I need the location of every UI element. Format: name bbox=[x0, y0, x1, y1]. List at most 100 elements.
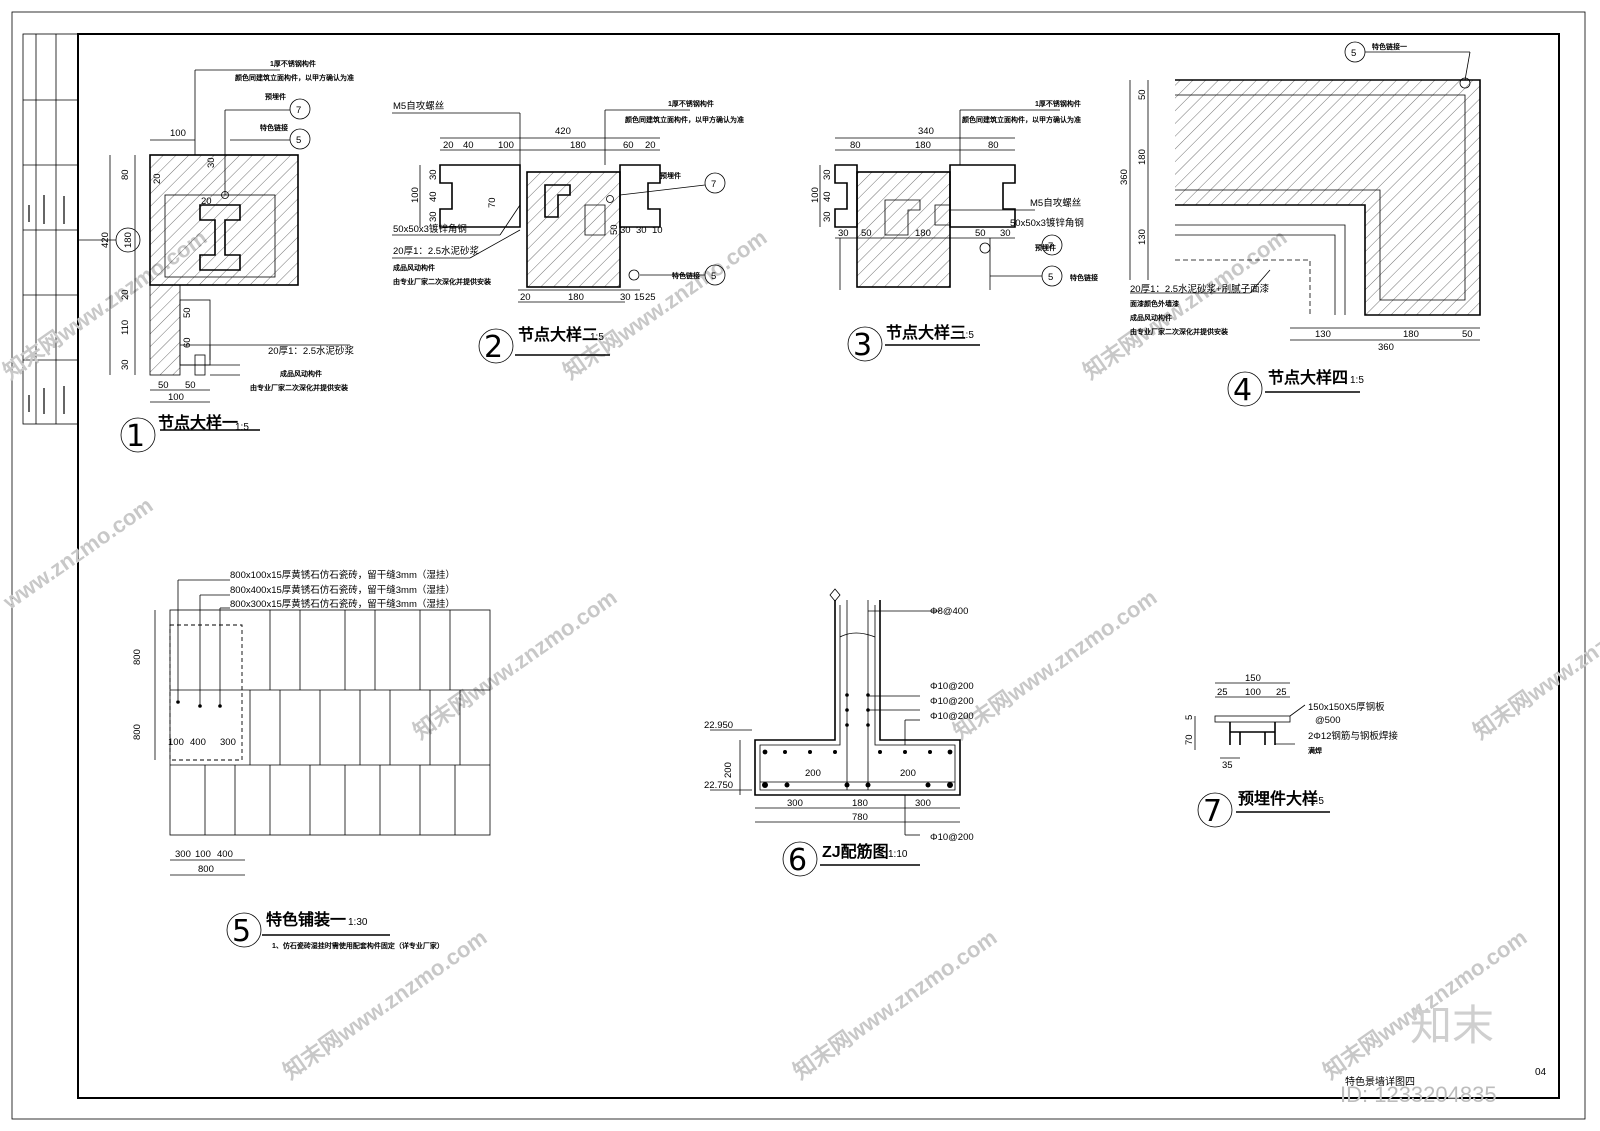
detail-2-dim: 40 bbox=[463, 140, 474, 151]
detail-2-number: 2 bbox=[484, 330, 503, 365]
detail-1-labels: 1 节点大样一 1:5 1厚不锈钢构件 颜色同建筑立面构件，以甲方确认为准 预埋… bbox=[100, 59, 355, 454]
detail-2-dim: 25 bbox=[645, 292, 656, 303]
detail-7-dim: 150 bbox=[1245, 673, 1261, 684]
detail-2-dim: 180 bbox=[568, 292, 584, 303]
detail-6-rebar: Φ10@200 bbox=[930, 832, 974, 843]
detail-2-note: 由专业厂家二次深化并提供安装 bbox=[393, 277, 491, 286]
detail-5-scale: 1:30 bbox=[348, 917, 368, 928]
detail-1-number: 1 bbox=[126, 419, 145, 454]
detail-3-drawing bbox=[819, 109, 1063, 362]
svg-text:知末网www.znzmo.com: 知末网www.znzmo.com bbox=[1079, 225, 1292, 385]
detail-5-dim: 100 bbox=[195, 849, 211, 860]
detail-7-dim: 70 bbox=[1184, 734, 1195, 745]
detail-3-labels: 3 节点大样三 1:5 1厚不锈钢构件 颜色同建筑立面构件，以甲方确认为准 M5… bbox=[810, 99, 1098, 363]
detail-2-dim: 60 bbox=[623, 140, 634, 151]
detail-5-dim: 800 bbox=[132, 649, 143, 665]
title-strip bbox=[22, 33, 79, 425]
detail-1-dim: 20 bbox=[152, 173, 163, 184]
detail-4-dim: 180 bbox=[1137, 149, 1148, 165]
detail-7-title: 预埋件大样 bbox=[1238, 789, 1318, 808]
detail-2-dim: 40 bbox=[428, 191, 439, 202]
detail-5-note: 800x300x15厚黄锈石仿石瓷砖，留干缝3mm（湿挂） bbox=[230, 598, 455, 610]
detail-3-scale: 1:5 bbox=[960, 330, 974, 341]
detail-5-note: 800x400x15厚黄锈石仿石瓷砖，留干缝3mm（湿挂） bbox=[230, 584, 455, 596]
detail-7-note: 满焊 bbox=[1308, 746, 1322, 755]
inner-frame bbox=[77, 33, 1560, 1099]
detail-1-note: 成品风动构件 bbox=[280, 369, 322, 378]
detail-3-note: 特色链接 bbox=[1070, 273, 1098, 282]
detail-2-dim: 100 bbox=[410, 187, 421, 203]
detail-4-note: 面漆颜色外墙漆 bbox=[1130, 299, 1179, 308]
detail-7-dim: 5 bbox=[1184, 715, 1195, 720]
detail-4-note: 成品风动构件 bbox=[1130, 313, 1172, 322]
detail-6-rebar: Φ10@200 bbox=[930, 696, 974, 707]
detail-3-dim: 50 bbox=[861, 228, 872, 239]
detail-3-dim: 30 bbox=[838, 228, 849, 239]
detail-2-dim: 30 bbox=[428, 169, 439, 180]
detail-1-drawing bbox=[78, 69, 350, 453]
detail-6-level: 22.750 bbox=[704, 780, 733, 791]
detail-1-dim: 50 bbox=[182, 307, 193, 318]
detail-3-note: 50x50x3镀锌角钢 bbox=[1010, 217, 1084, 229]
detail-5-dim: 800 bbox=[132, 724, 143, 740]
detail-6-dim: 300 bbox=[787, 798, 803, 809]
detail-1-dim: 60 bbox=[182, 337, 193, 348]
detail-4-scale: 1:5 bbox=[1350, 375, 1364, 386]
detail-2-dim: 70 bbox=[487, 197, 498, 208]
detail-1-dim: 420 bbox=[100, 232, 111, 248]
detail-1-dim: 30 bbox=[206, 157, 217, 168]
detail-3-ref: 5 bbox=[1048, 272, 1053, 283]
detail-2-dim: 30 bbox=[620, 225, 631, 236]
detail-2-note: 20厚1：2.5水泥砂浆 bbox=[393, 245, 480, 257]
detail-2-dim: 50 bbox=[609, 224, 620, 235]
detail-1-dim: 20 bbox=[201, 196, 212, 207]
detail-6-rebar: Φ8@400 bbox=[930, 606, 968, 617]
detail-7-dim: 25 bbox=[1276, 687, 1287, 698]
detail-7-note: 150x150X5厚钢板 bbox=[1308, 701, 1385, 713]
detail-4-note: 20厚1：2.5水泥砂浆+刷腻子面漆 bbox=[1130, 283, 1270, 295]
detail-3-note: M5自攻螺丝 bbox=[1030, 197, 1081, 209]
detail-2-note: 50x50x3镀锌角钢 bbox=[393, 223, 467, 235]
detail-2-ref: 5 bbox=[711, 271, 716, 282]
detail-4-note: 特色链接一 bbox=[1372, 42, 1407, 51]
detail-4-dim: 50 bbox=[1137, 89, 1148, 100]
detail-5-dim: 100 bbox=[168, 737, 184, 748]
id-watermark: ID: 1233204835 bbox=[1340, 1082, 1497, 1107]
sheet-title: 特色景墙详图四 bbox=[1345, 1075, 1415, 1088]
detail-3-dim: 80 bbox=[988, 140, 999, 151]
detail-3-dim: 30 bbox=[822, 211, 833, 222]
detail-7-dim: 100 bbox=[1245, 687, 1261, 698]
detail-2-note: 特色链接 bbox=[672, 271, 700, 280]
detail-5-number: 5 bbox=[232, 914, 251, 949]
detail-2-dim: 30 bbox=[620, 292, 631, 303]
detail-2-note: 颜色同建筑立面构件，以甲方确认为准 bbox=[625, 115, 744, 124]
detail-2-drawing bbox=[392, 109, 726, 364]
detail-5-title: 特色铺装一 bbox=[266, 910, 346, 929]
detail-6-dim: 200 bbox=[805, 768, 821, 779]
detail-7-scale: 1:5 bbox=[1310, 796, 1324, 807]
detail-2-note: 成品风动构件 bbox=[393, 263, 435, 272]
sheet-number: 04 bbox=[1535, 1067, 1547, 1078]
detail-6-dim: 200 bbox=[900, 768, 916, 779]
detail-4-dim: 360 bbox=[1119, 169, 1130, 185]
detail-2-dim: 20 bbox=[520, 292, 531, 303]
detail-2-labels: 2 节点大样二 1:5 M5自攻螺丝 1厚不锈钢构件 颜色同建筑立面构件，以甲方… bbox=[393, 99, 744, 365]
detail-2-dim: 30 bbox=[636, 225, 647, 236]
svg-text:知末网www.znzmo.com: 知末网www.znzmo.com bbox=[949, 585, 1162, 745]
detail-1-note: 1厚不锈钢构件 bbox=[270, 59, 316, 68]
detail-2-dim: 420 bbox=[555, 126, 571, 137]
detail-3-dim: 180 bbox=[915, 140, 931, 151]
detail-1-note: 颜色同建筑立面构件，以甲方确认为准 bbox=[235, 73, 354, 82]
detail-1-dim: 100 bbox=[168, 392, 184, 403]
detail-2-title: 节点大样二 bbox=[518, 325, 598, 344]
detail-1-dim: 30 bbox=[120, 359, 131, 370]
detail-2-note: M5自攻螺丝 bbox=[393, 100, 444, 112]
detail-7-note: 2Φ12钢筋与钢板焊接 bbox=[1308, 730, 1398, 742]
detail-3-dim: 30 bbox=[822, 169, 833, 180]
detail-1-note: 20厚1：2.5水泥砂浆 bbox=[268, 345, 355, 357]
detail-7-dim: 35 bbox=[1222, 760, 1233, 771]
outer-border bbox=[11, 11, 1586, 1120]
detail-6-labels: 6 ZJ配筋图 1:10 Φ8@400 Φ10@200 Φ10@200 Φ10@… bbox=[704, 606, 974, 878]
detail-7-drawing bbox=[1194, 682, 1330, 828]
detail-6-dim: 780 bbox=[852, 812, 868, 823]
